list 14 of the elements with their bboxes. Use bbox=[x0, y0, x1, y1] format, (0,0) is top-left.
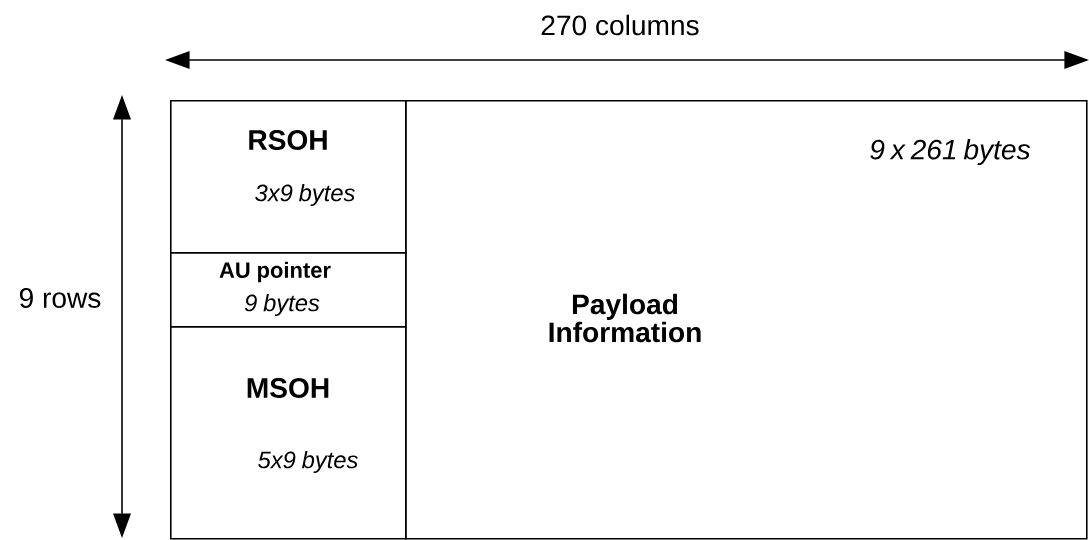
dimension-label: 270 columns bbox=[541, 14, 699, 36]
byte-count: 9 bytes bbox=[244, 293, 320, 317]
byte-count: 5x9 bytes bbox=[258, 450, 358, 474]
box-heading: MSOH bbox=[247, 378, 329, 398]
box-heading: RSOH bbox=[249, 130, 327, 150]
frame-box bbox=[405, 100, 1088, 540]
frame-box bbox=[170, 326, 407, 540]
byte-count: 3x9 bytes bbox=[255, 183, 355, 207]
frame-box bbox=[170, 252, 407, 328]
frame-box bbox=[170, 100, 407, 254]
box-heading: AU pointer bbox=[219, 261, 331, 283]
dimension-label: 9 rows bbox=[19, 288, 101, 308]
box-heading: Payload Information bbox=[549, 293, 701, 343]
byte-count: 9 x 261 bytes bbox=[870, 138, 1031, 166]
